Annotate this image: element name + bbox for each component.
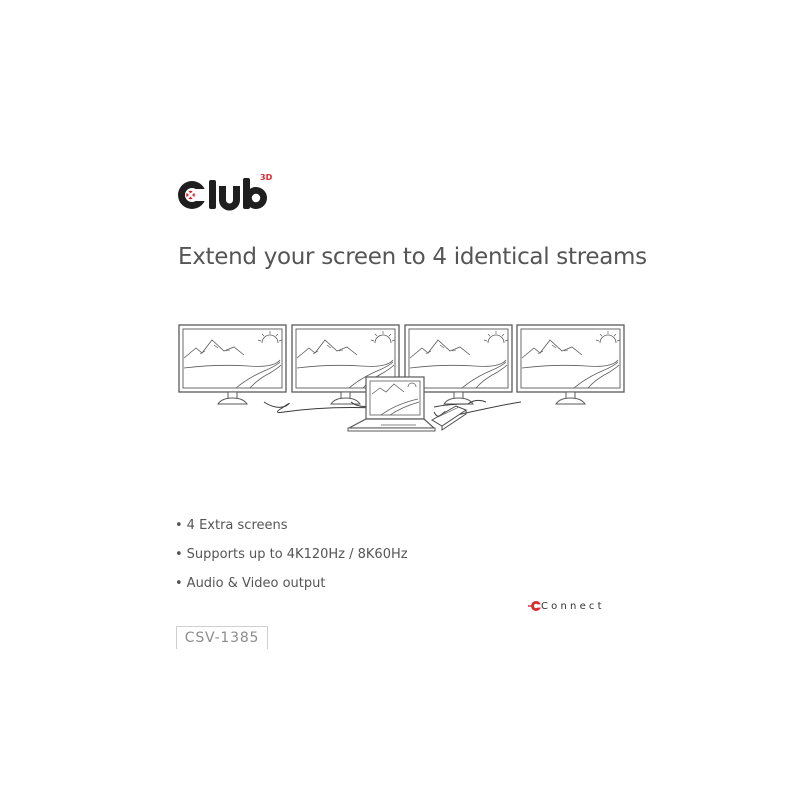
feature-list: •4 Extra screens •Supports up to 4K120Hz… (175, 517, 408, 604)
logo-superscript: 3D (260, 173, 273, 182)
feature-text: Audio & Video output (186, 576, 326, 591)
connect-text: Connect (541, 600, 605, 612)
bullet: • (175, 518, 183, 533)
dock-icon (431, 405, 468, 431)
feature-item: •Supports up to 4K120Hz / 8K60Hz (175, 546, 408, 575)
feature-text: Supports up to 4K120Hz / 8K60Hz (186, 547, 408, 562)
feature-text: 4 Extra screens (186, 518, 288, 533)
connect-c-icon (528, 601, 542, 611)
club3d-logo: Club 3D (176, 173, 276, 215)
multi-monitor-illustration (178, 324, 625, 432)
monitor-icon (516, 324, 625, 405)
connect-logo: Connect (528, 598, 605, 614)
laptop-icon (347, 376, 436, 432)
bullet: • (175, 547, 183, 562)
feature-item: •Audio & Video output (175, 575, 408, 604)
club3d-logo-icon (178, 178, 267, 211)
sku-label: CSV-1385 (176, 626, 268, 649)
bullet: • (175, 576, 183, 591)
feature-item: •4 Extra screens (175, 517, 408, 546)
page-title: Extend your screen to 4 identical stream… (178, 244, 647, 270)
monitor-icon (178, 324, 287, 405)
